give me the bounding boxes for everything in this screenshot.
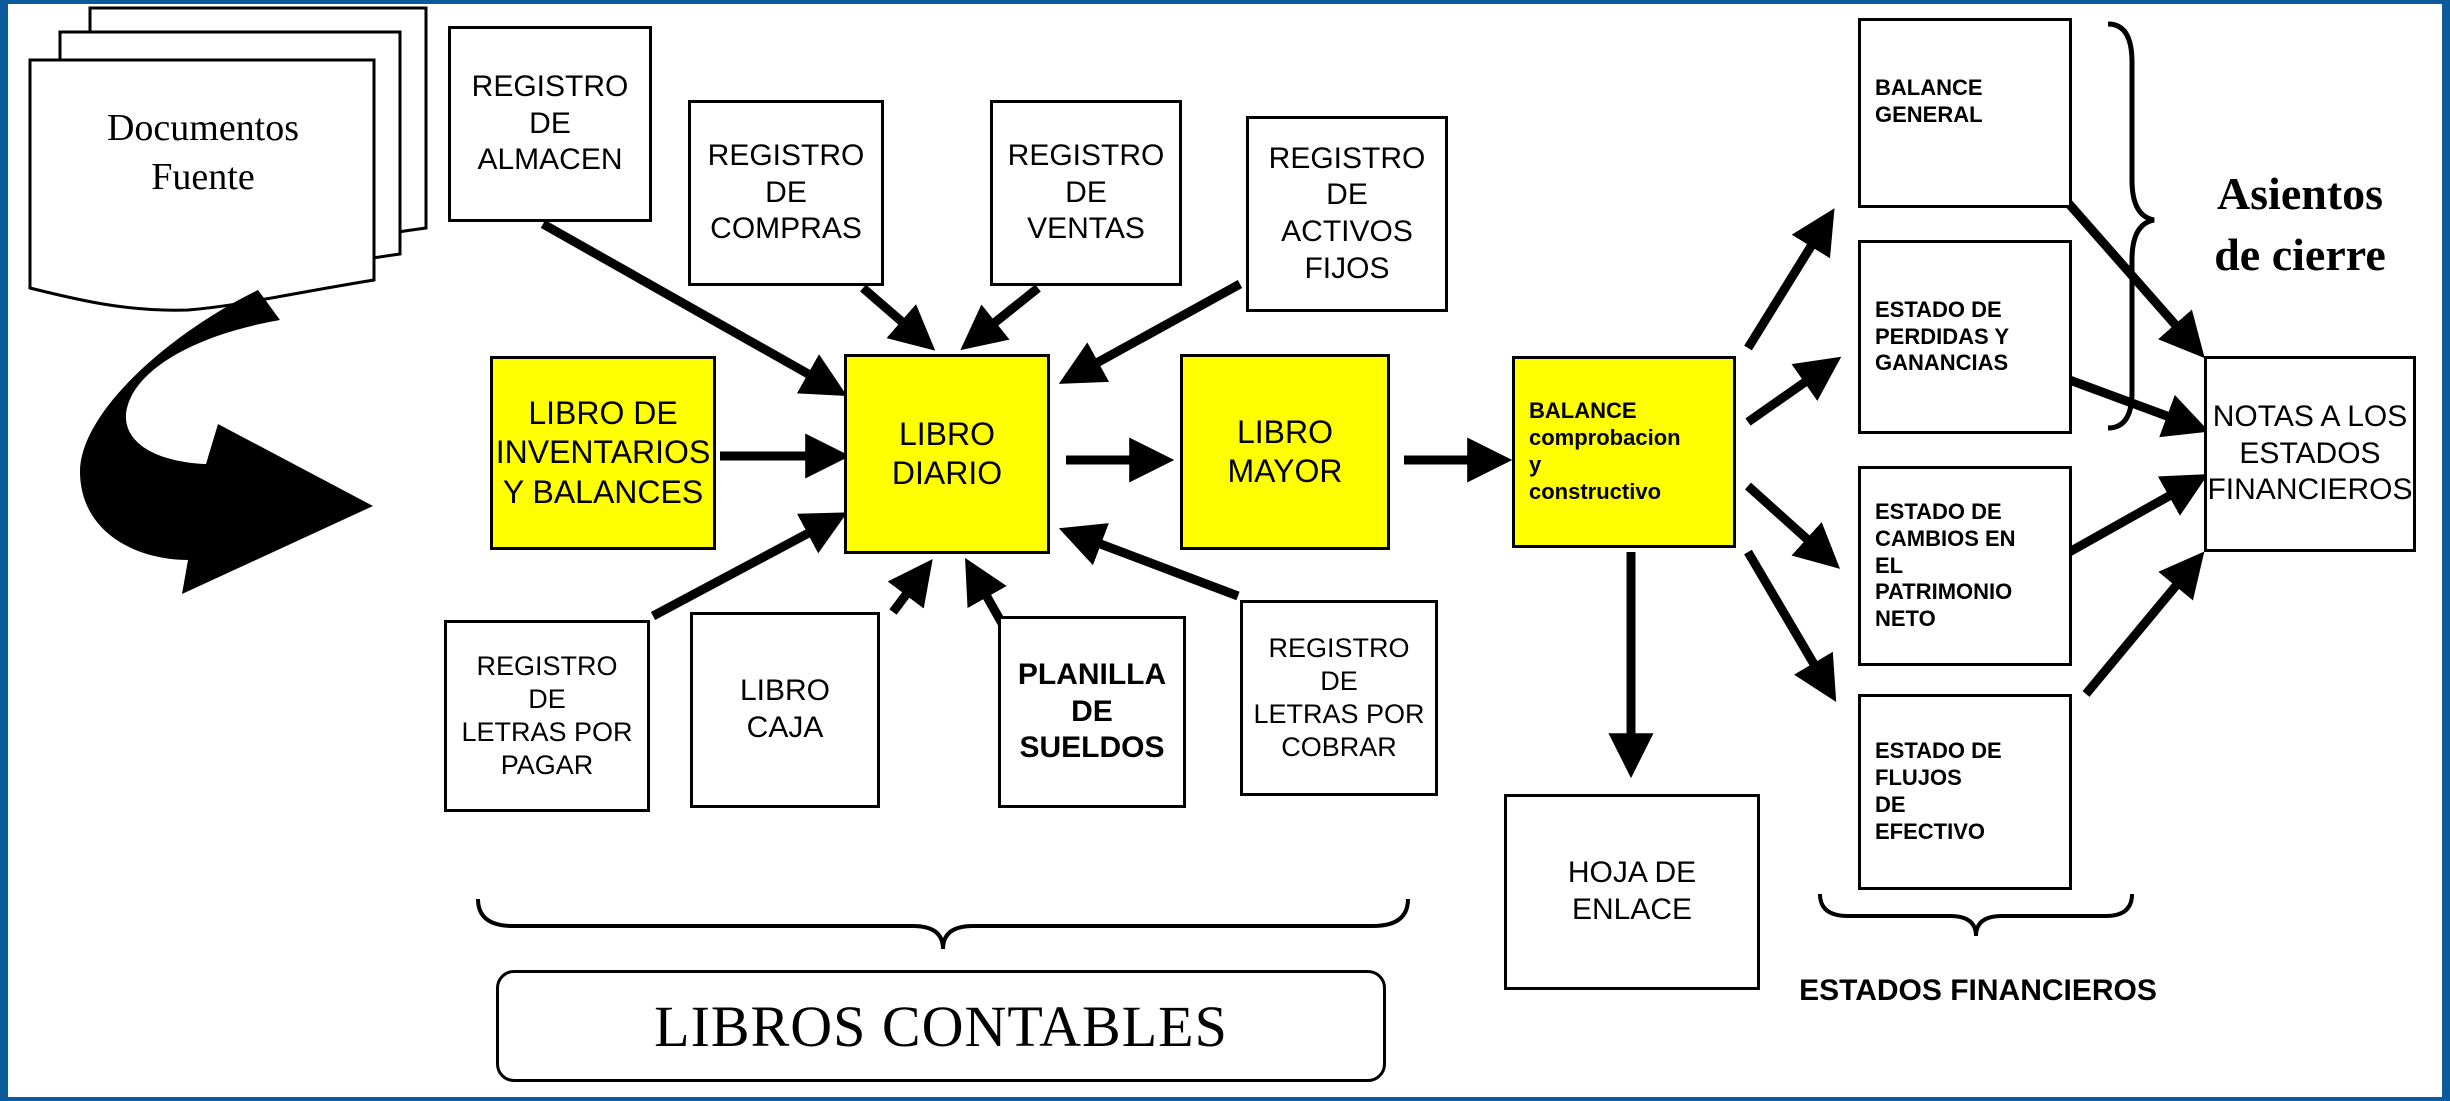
registro-activos-fijos-label: REGISTRO DE ACTIVOS FIJOS: [1268, 141, 1426, 285]
balance-comprobacion-box[interactable]: BALANCE comprobacion y constructivo: [1512, 356, 1736, 548]
libro-mayor-box[interactable]: LIBRO MAYOR: [1180, 354, 1390, 550]
notas-estados-financieros-box[interactable]: NOTAS A LOS ESTADOS FINANCIEROS: [2204, 356, 2416, 552]
hoja-enlace-label: HOJA DE ENLACE: [1567, 856, 1697, 926]
estados-financieros-label: ESTADOS FINANCIEROS: [1799, 974, 2157, 1007]
registro-letras-cobrar-label: REGISTRO DE LETRAS POR COBRAR: [1253, 633, 1425, 762]
arrow-letras-pagar-to-diario: [650, 512, 848, 620]
planilla-sueldos-box[interactable]: PLANILLA DE SUELDOS: [998, 616, 1186, 808]
estado-cambios-box[interactable]: ESTADO DE CAMBIOS EN EL PATRIMONIO NETO: [1858, 466, 2072, 666]
registro-ventas-box[interactable]: REGISTRO DE VENTAS: [990, 100, 1182, 286]
arrow-cambios-to-notas: [2045, 474, 2209, 568]
source-documents-icon: [28, 6, 428, 312]
asientos-brace: [2107, 21, 2155, 431]
registro-letras-pagar-label: REGISTRO DE LETRAS POR PAGAR: [461, 651, 633, 780]
arrow-activos-to-diario: [1058, 280, 1243, 384]
libro-mayor-label: LIBRO MAYOR: [1227, 413, 1343, 489]
planilla-sueldos-label: PLANILLA DE SUELDOS: [1017, 658, 1167, 765]
source-documents-label: Documentos Fuente: [106, 107, 300, 198]
registro-compras-label: REGISTRO DE COMPRAS: [707, 139, 865, 246]
arrow-perdidas-to-notas: [2046, 367, 2210, 438]
arrow-letras-cobrar-to-diario: [1058, 523, 1240, 601]
estado-flujos-box[interactable]: ESTADO DE FLUJOS DE EFECTIVO: [1858, 694, 2072, 890]
estado-perdidas-label: ESTADO DE PERDIDAS Y GANANCIAS: [1875, 296, 2010, 376]
diagram-canvas: Documentos Fuente REGISTRO DE ALMACEN RE…: [8, 4, 2442, 1097]
registro-compras-box[interactable]: REGISTRO DE COMPRAS: [688, 100, 884, 286]
arrow-ventas-to-diario: [960, 284, 1041, 351]
balance-general-label: BALANCE GENERAL: [1875, 75, 1983, 127]
registro-letras-cobrar-box[interactable]: REGISTRO DE LETRAS POR COBRAR: [1240, 600, 1438, 796]
balance-comprobacion-label: BALANCE comprobacion y constructivo: [1529, 398, 1681, 504]
libro-caja-box[interactable]: LIBRO CAJA: [690, 612, 880, 808]
registro-activos-fijos-box[interactable]: REGISTRO DE ACTIVOS FIJOS: [1246, 116, 1448, 312]
registro-almacen-label: REGISTRO DE ALMACEN: [471, 70, 629, 177]
arrow-balance-to-general: [1744, 208, 1835, 351]
libros-contables-label: LIBROS CONTABLES: [496, 970, 1386, 1082]
diagram-lines: [28, 6, 2210, 950]
arrow-balance-to-cambios: [1744, 482, 1841, 569]
arrow-caja-to-diario: [887, 559, 933, 615]
hoja-enlace-box[interactable]: HOJA DE ENLACE: [1504, 794, 1760, 990]
libros-bracket: [476, 898, 1410, 950]
arrow-balance-to-flujos: [1744, 549, 1837, 702]
balance-general-box[interactable]: BALANCE GENERAL: [1858, 18, 2072, 208]
arrow-balance-to-perdidas: [1745, 356, 1842, 426]
libro-caja-label: LIBRO CAJA: [739, 674, 831, 744]
libro-diario-label: LIBRO DIARIO: [891, 415, 1003, 491]
arrow-general-to-notas: [2044, 177, 2205, 359]
registro-ventas-label: REGISTRO DE VENTAS: [1007, 139, 1165, 246]
libro-diario-box[interactable]: LIBRO DIARIO: [844, 354, 1050, 554]
estados-bracket: [1818, 893, 2134, 937]
estado-flujos-label: ESTADO DE FLUJOS DE EFECTIVO: [1875, 738, 2002, 844]
arrow-compras-to-diario: [860, 284, 936, 351]
arrow-flujos-to-notas: [2082, 551, 2205, 697]
estado-perdidas-box[interactable]: ESTADO DE PERDIDAS Y GANANCIAS: [1858, 240, 2072, 434]
registro-almacen-box[interactable]: REGISTRO DE ALMACEN: [448, 26, 652, 222]
registro-letras-pagar-box[interactable]: REGISTRO DE LETRAS POR PAGAR: [444, 620, 650, 812]
arrow-almacen-to-diario: [540, 220, 848, 396]
libro-inventarios-label: LIBRO DE INVENTARIOS Y BALANCES: [495, 395, 711, 510]
estado-cambios-label: ESTADO DE CAMBIOS EN EL PATRIMONIO NETO: [1875, 498, 2016, 632]
notas-estados-financieros-label: NOTAS A LOS ESTADOS FINANCIEROS: [2207, 400, 2413, 507]
curved-arrow-icon: [79, 290, 373, 594]
asientos-cierre-label: Asientos de cierre: [2214, 168, 2386, 280]
libro-inventarios-box[interactable]: LIBRO DE INVENTARIOS Y BALANCES: [490, 356, 716, 550]
